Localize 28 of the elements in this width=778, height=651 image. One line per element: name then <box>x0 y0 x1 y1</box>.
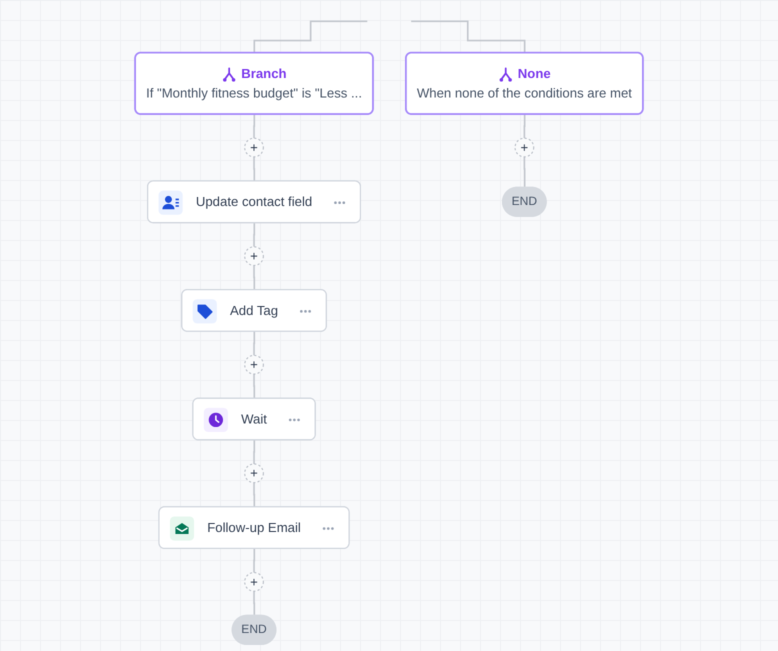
connector-line <box>253 114 256 140</box>
action-step-card: Update contact field <box>147 180 361 224</box>
end-pill: END <box>502 186 547 217</box>
add-step-circle: + <box>244 572 264 592</box>
action-step-card: Follow-up Email <box>158 506 350 549</box>
connector-line <box>253 482 256 508</box>
action-step-card: Add Tag <box>181 289 327 332</box>
connector-line <box>253 222 256 248</box>
connector-line <box>524 156 526 189</box>
end-pill: END <box>232 614 276 645</box>
connector-line <box>253 548 256 574</box>
connector-line <box>253 264 256 291</box>
connector-line <box>253 590 256 617</box>
add-step-circle: + <box>244 463 264 484</box>
add-step-circle: + <box>244 138 264 158</box>
add-step-circle: + <box>244 354 264 375</box>
connector-line <box>253 330 256 356</box>
action-step-card: Wait <box>192 398 316 440</box>
add-step-circle: + <box>244 246 264 266</box>
branch-condition-card: None When none of the conditions are met <box>405 52 644 115</box>
connector-line <box>253 20 368 54</box>
branch-condition-card: Branch If "Monthly fitness budget" is "Less ... <box>134 52 374 115</box>
connector-line <box>411 20 526 54</box>
add-step-circle: + <box>514 138 534 158</box>
connector-line <box>253 156 256 182</box>
connector-line <box>253 440 256 465</box>
connector-line <box>253 373 256 400</box>
connector-line <box>524 114 526 140</box>
